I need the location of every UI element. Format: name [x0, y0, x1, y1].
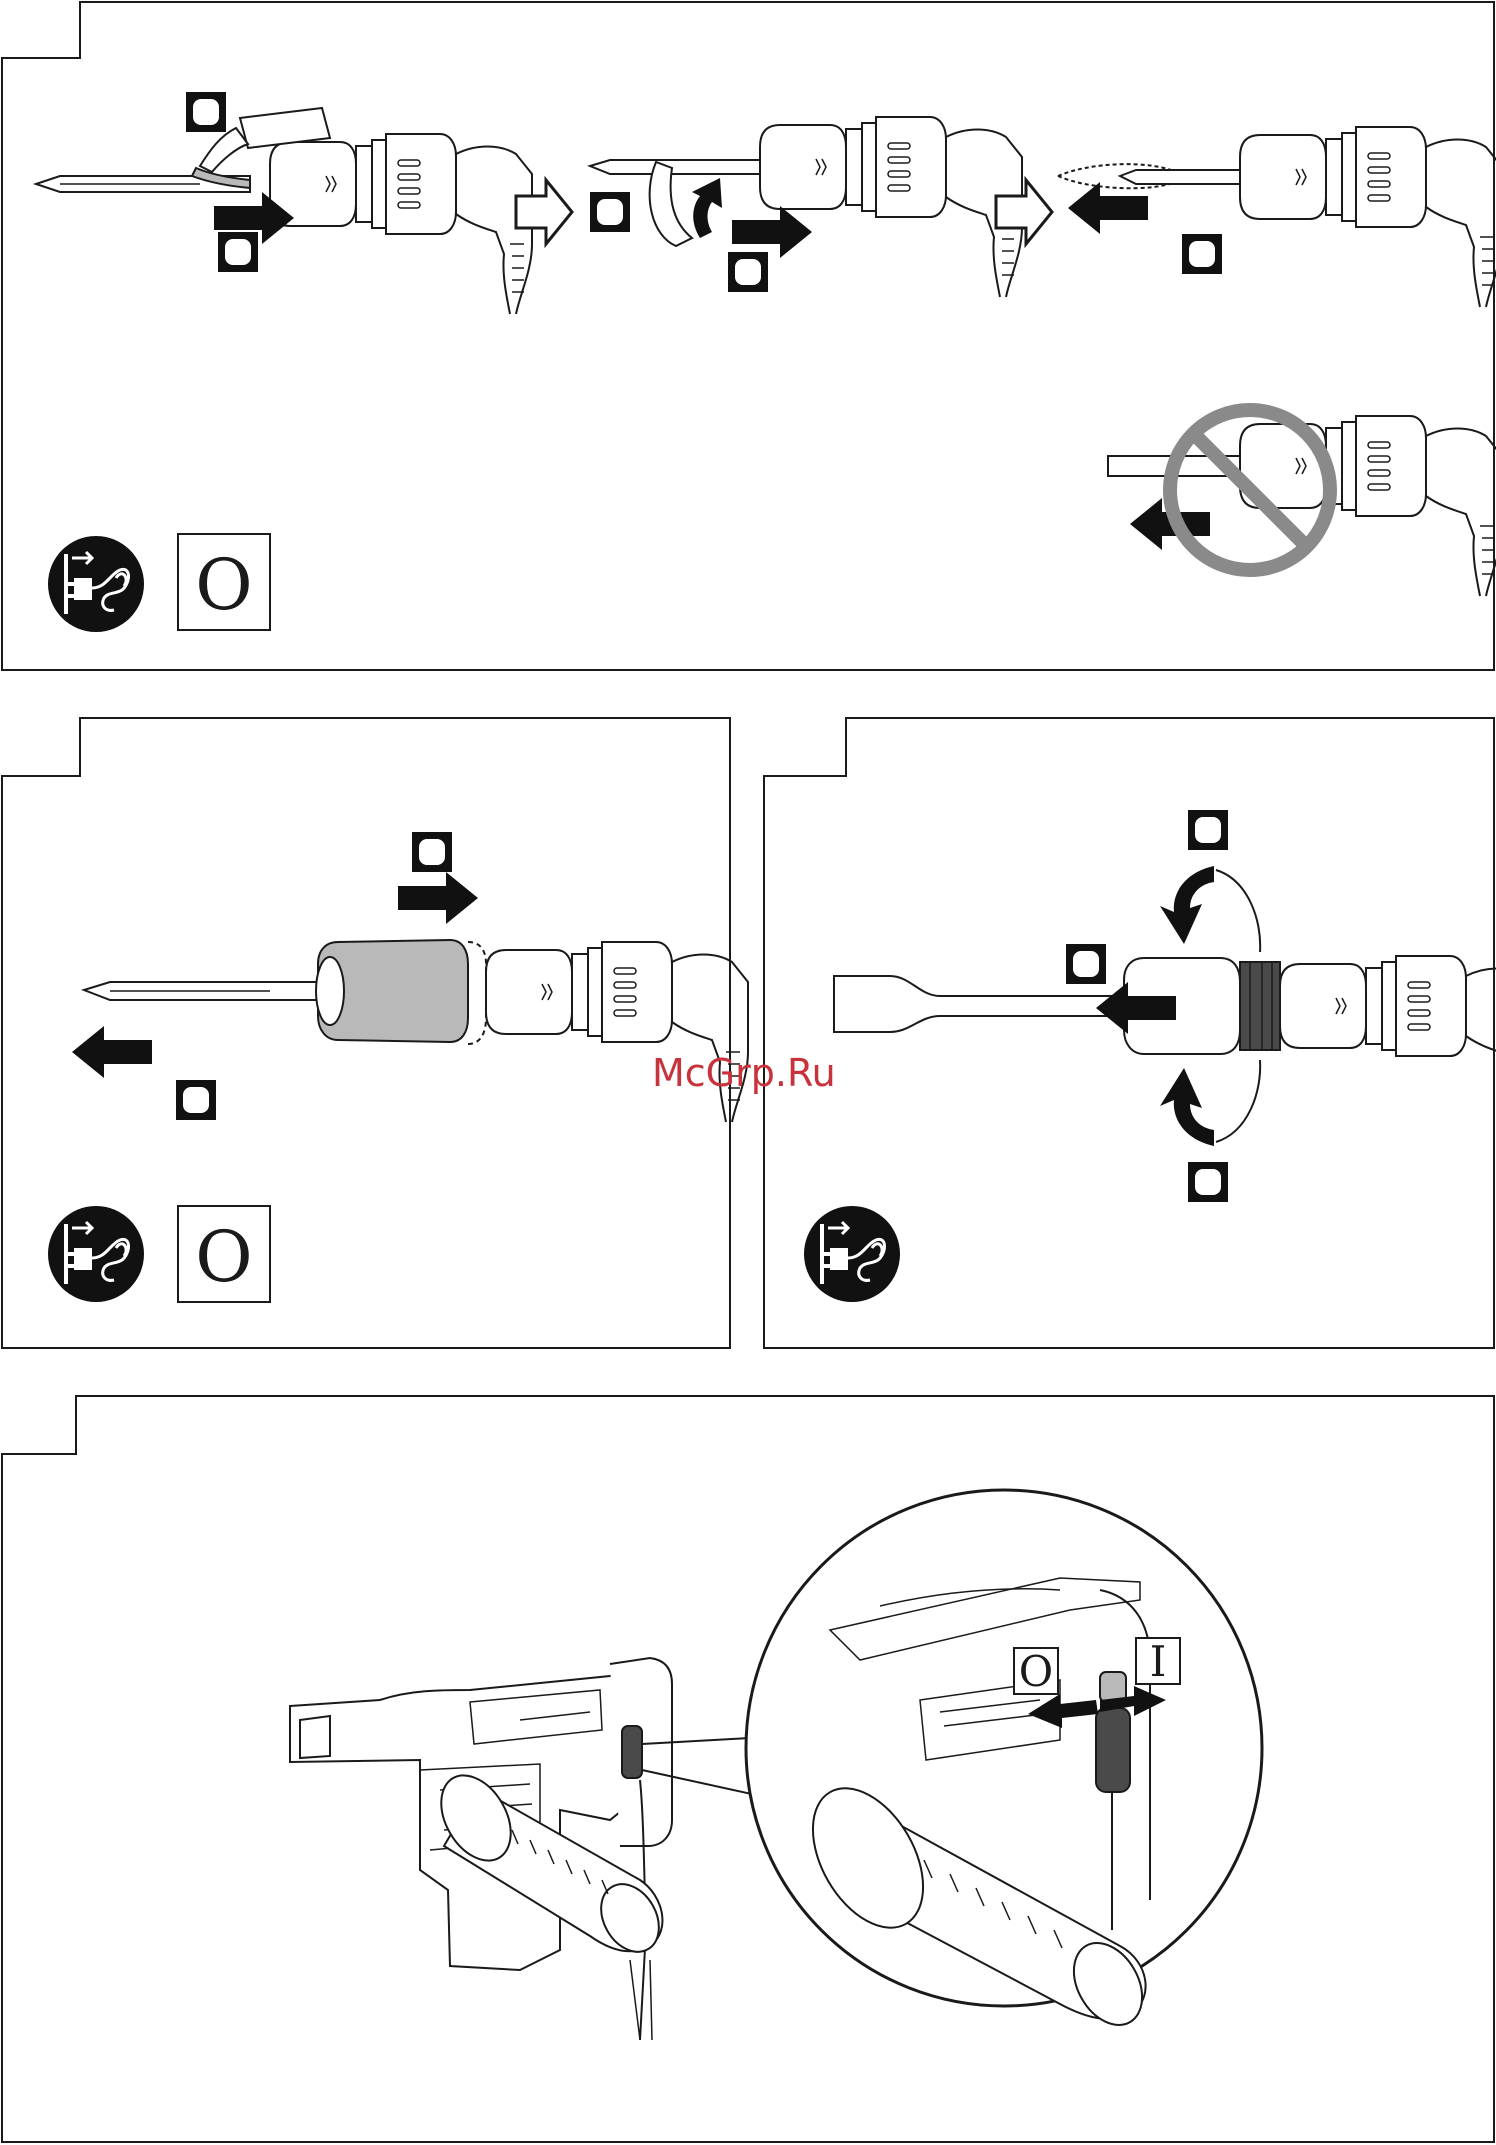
switch-label-on: I [1136, 1637, 1180, 1686]
switch-label-off: O [1014, 1647, 1058, 1696]
arrow-pull-check [1068, 182, 1148, 234]
unplug-icon [48, 1206, 144, 1302]
marker-insert-2 [728, 252, 768, 292]
arrow-pull-sleeve [398, 872, 478, 924]
detail-magnifier: O I [746, 1490, 1262, 2037]
watermark: McGrp.Ru [652, 1051, 836, 1095]
arrow-remove-bit [72, 1026, 152, 1078]
marker-grease [186, 92, 226, 132]
switch-off-badge: O [178, 1206, 270, 1302]
svg-text:O: O [1019, 1647, 1053, 1696]
marker-rotate-up [1188, 810, 1228, 850]
marker-remove-bit [176, 1080, 216, 1120]
switch-off-badge: O [178, 534, 270, 630]
unplug-icon [804, 1206, 900, 1302]
chuck-sleeve-pulled [316, 940, 468, 1042]
marker-pull-check [1182, 234, 1222, 274]
next-step-arrow-1 [516, 180, 572, 244]
marker-push-in [1066, 944, 1106, 984]
panel-bit-insertion: O [2, 2, 1496, 670]
step-prohibited [1108, 410, 1496, 596]
rotate-arrow-down [1160, 1060, 1260, 1146]
svg-text:O: O [195, 1216, 252, 1298]
flat-chisel [834, 976, 1130, 1032]
panel-chisel-adjust [764, 718, 1496, 1348]
unplug-icon [48, 536, 144, 632]
svg-text:O: O [195, 544, 252, 626]
marker-rotate-down [1188, 1162, 1228, 1202]
svg-text:I: I [1150, 1637, 1167, 1686]
panel-bit-removal: O [2, 718, 748, 1348]
marker-twist [590, 192, 630, 232]
step-apply-grease [36, 92, 532, 314]
rotate-arrow-up [1160, 866, 1260, 952]
hammer-overview [290, 1658, 770, 2040]
panel-mode-switch: O I [2, 1396, 1494, 2142]
step-check-lock [1058, 127, 1496, 307]
marker-pull-sleeve [412, 832, 452, 872]
arrow-insert-2 [732, 206, 812, 258]
step-insert-bit [590, 117, 1022, 297]
marker-insert-1 [218, 232, 258, 272]
next-step-arrow-2 [996, 180, 1052, 244]
